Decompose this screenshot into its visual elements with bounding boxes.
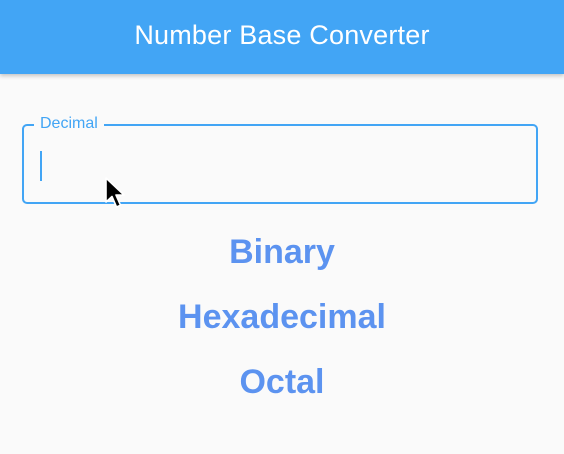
app-title: Number Base Converter	[134, 19, 430, 50]
text-caret	[40, 151, 42, 181]
decimal-field-label: Decimal	[34, 114, 104, 134]
binary-label: Binary	[229, 233, 335, 271]
arrow-pointer-icon	[105, 177, 125, 208]
decimal-input[interactable]	[36, 144, 516, 184]
octal-label: Octal	[239, 363, 325, 401]
app-bar: Number Base Converter	[0, 0, 564, 74]
decimal-field[interactable]: Decimal	[22, 114, 538, 204]
hexadecimal-label: Hexadecimal	[178, 298, 386, 336]
